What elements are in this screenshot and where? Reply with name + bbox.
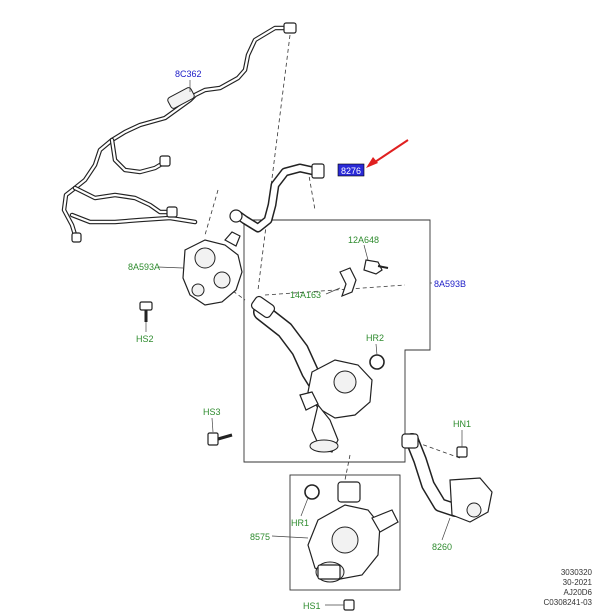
clip-14a163 — [339, 267, 357, 298]
hose-8260 — [401, 433, 493, 523]
callout-leaders — [145, 80, 463, 606]
reference-line-2: 30-2021 — [562, 578, 592, 587]
label-14a163: 14A163 — [290, 290, 321, 300]
reference-block: 3030320 30-2021 AJ20D6 C0308241-03 — [544, 568, 592, 608]
reference-line-4: C0308241-03 — [543, 598, 592, 607]
reference-line-3: AJ20D6 — [563, 588, 592, 597]
label-8276: 8276 — [341, 166, 361, 176]
assembly-box-upper — [243, 219, 431, 463]
bolt-hs1 — [343, 599, 355, 611]
label-hn1: HN1 — [453, 419, 471, 429]
label-hr2: HR2 — [366, 333, 384, 343]
clip-hr1 — [304, 484, 320, 500]
label-hs1: HS1 — [303, 601, 321, 611]
label-8a593a: 8A593A — [128, 262, 160, 272]
label-12a648: 12A648 — [348, 235, 379, 245]
hose-8276 — [229, 163, 325, 233]
housing-8a593a — [182, 231, 243, 306]
bolt-hs2 — [139, 301, 153, 322]
clip-hr2 — [369, 354, 385, 370]
label-8c362: 8C362 — [175, 69, 202, 79]
bolt-hs3 — [207, 432, 233, 446]
pipe-8c362 — [61, 22, 297, 243]
assembly-box-lower — [289, 474, 401, 591]
red-arrow-icon — [366, 139, 409, 168]
label-8a593b: 8A593B — [434, 279, 466, 289]
thermostat-8575 — [307, 481, 399, 583]
label-8575: 8575 — [250, 532, 270, 542]
hose-8a593b — [250, 295, 373, 453]
label-hs2: HS2 — [136, 334, 154, 344]
reference-line-1: 3030320 — [560, 568, 592, 577]
label-8260: 8260 — [432, 542, 452, 552]
sensor-12a648 — [363, 259, 389, 275]
label-hs3: HS3 — [203, 407, 221, 417]
label-hr1: HR1 — [291, 518, 309, 528]
nut-hn1 — [456, 446, 468, 458]
highlight-box-8276 — [337, 163, 365, 177]
